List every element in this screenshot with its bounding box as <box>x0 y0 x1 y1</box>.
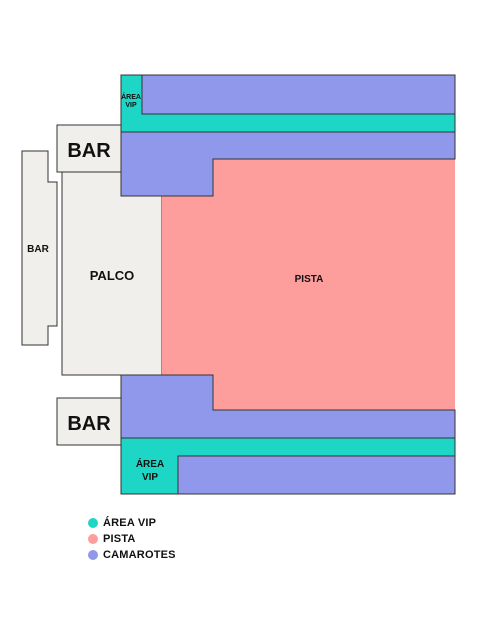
legend-item-pista: PISTA <box>88 531 176 547</box>
legend-item-vip: ÁREA VIP <box>88 515 176 531</box>
legend-dot-pista <box>88 534 98 544</box>
bar-top-zone[interactable] <box>56 124 122 173</box>
vip-top-label-line1: ÁREA <box>121 92 141 101</box>
camarotes-top-lower-zone[interactable] <box>120 125 456 197</box>
camarotes-top-upper-zone[interactable] <box>141 74 456 115</box>
legend-item-camarotes: CAMAROTES <box>88 547 176 563</box>
vip-bottom-label-line1: ÁREA <box>136 457 164 470</box>
legend-label-camarotes: CAMAROTES <box>103 549 176 561</box>
bar-top-label: BAR <box>67 140 111 162</box>
legend-label-vip: ÁREA VIP <box>103 517 157 529</box>
bar-side-zone[interactable] <box>21 150 58 346</box>
palco-zone[interactable] <box>61 171 163 376</box>
palco-label: PALCO <box>90 268 135 283</box>
legend: ÁREA VIP PISTA CAMAROTES <box>88 515 176 563</box>
vip-top-label-line2: VIP <box>125 102 137 109</box>
bar-side-label: BAR <box>27 244 49 255</box>
pista-zone[interactable] <box>162 159 455 410</box>
legend-label-pista: PISTA <box>103 533 136 545</box>
vip-bottom-label-line2: VIP <box>142 472 158 483</box>
camarotes-bottom-lower-zone[interactable] <box>177 455 456 495</box>
pista-label: PISTA <box>295 274 324 285</box>
bar-bottom-zone[interactable] <box>56 397 122 446</box>
bar-bottom-label: BAR <box>67 413 111 435</box>
legend-dot-vip <box>88 518 98 528</box>
legend-dot-camarotes <box>88 550 98 560</box>
